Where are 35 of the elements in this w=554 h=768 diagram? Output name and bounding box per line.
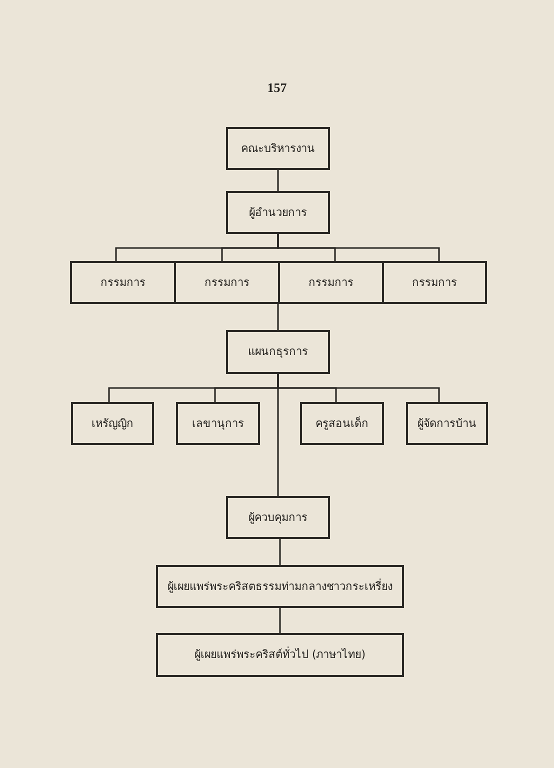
role-label: กรรมการ [412, 276, 457, 290]
role-label: ผู้ควบคุมการ [248, 510, 308, 524]
org-chart-box [156, 565, 404, 608]
org-chart-box [156, 633, 404, 677]
role-label: เหรัญญิก [92, 416, 134, 430]
role-label: ครูสอนเด็ก [316, 416, 368, 430]
connector-line [279, 608, 281, 633]
role-label: กรรมการ [100, 276, 146, 290]
connector-line [277, 374, 279, 496]
role-label: แผนกธุรการ [248, 345, 308, 359]
org-chart-box [226, 330, 330, 374]
org-chart-box [382, 261, 487, 304]
org-chart-box [406, 402, 488, 445]
org-chart-box [226, 127, 330, 170]
role-label: เลขานุการ [192, 416, 244, 430]
org-chart-box [70, 261, 176, 304]
role-label: ผู้อำนวยการ [249, 206, 307, 220]
org-chart-box [226, 496, 330, 539]
org-chart-box [226, 191, 330, 234]
connector-line [279, 539, 281, 565]
org-chart-box [300, 402, 384, 445]
role-label: ผู้เผยแพร่พระคริสต์ทั่วไป (ภาษาไทย) [194, 648, 366, 662]
connector-line [277, 170, 279, 191]
org-chart-box [278, 261, 384, 304]
role-label: กรรมการ [308, 276, 354, 290]
org-chart-box [71, 402, 154, 445]
connector-line [277, 234, 440, 261]
role-label: กรรมการ [204, 276, 250, 290]
page-number: 157 [266, 80, 288, 96]
role-label: ผู้จัดการบ้าน [418, 416, 476, 430]
connector-line [277, 304, 279, 330]
org-chart-box [174, 261, 280, 304]
org-chart-box [176, 402, 260, 445]
role-label: ผู้เผยแพร่พระคริสตธรรมท่ามกลางชาวกระเหรี่ยง [168, 580, 392, 594]
role-label: คณะบริหารงาน [241, 142, 315, 156]
